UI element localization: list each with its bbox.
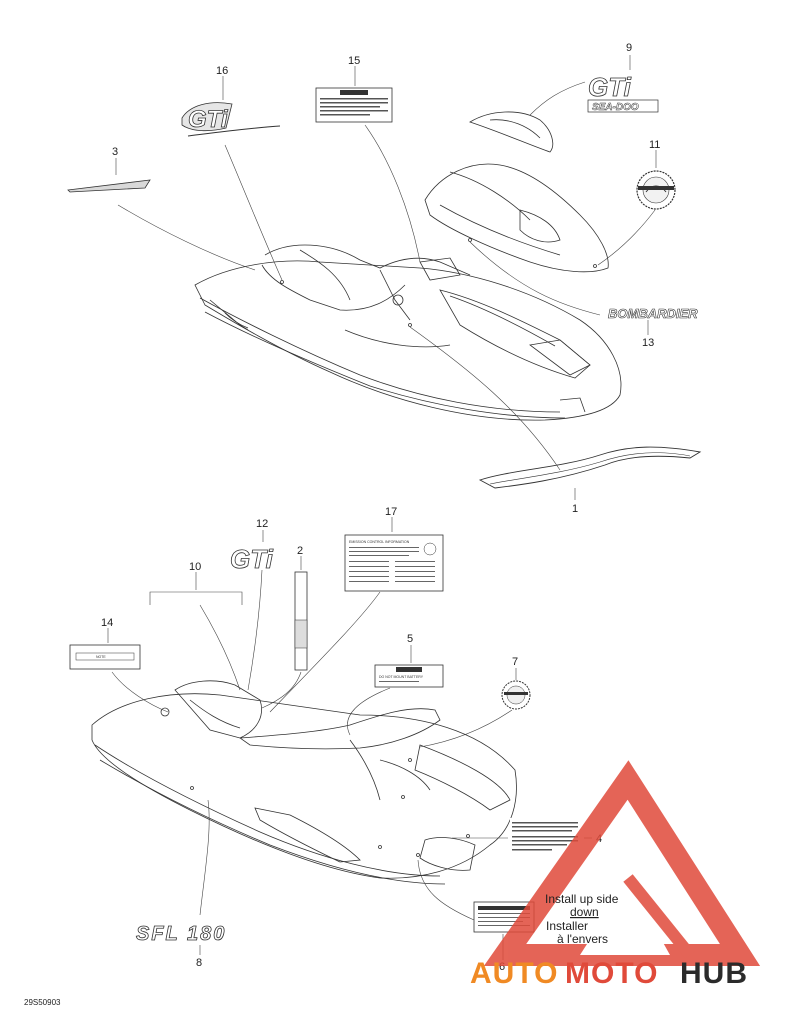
lower-hull-drawing (91, 680, 517, 885)
label-17-title: EMISSION CONTROL INFORMATION (349, 540, 410, 544)
callout-10: 10 (189, 561, 201, 573)
label-15-title: CAUTION (344, 91, 360, 95)
stripe-decal-1 (478, 446, 702, 489)
install-note-line1: Install up side (545, 892, 619, 906)
sfl180-text: SFL 180 (136, 923, 226, 945)
label-14-text: NOTE (96, 655, 106, 659)
upper-front-cover (424, 163, 609, 273)
label-5-text: DO NOT MOUNT BATTERY (379, 675, 424, 679)
visor-decal-9 (469, 111, 554, 153)
emission-label-17: EMISSION CONTROL INFORMATION (344, 534, 444, 592)
upper-leader-lines (115, 55, 657, 500)
callout-14: 14 (101, 617, 113, 629)
drawing-number: 29S50903 (24, 998, 61, 1007)
callout-8: 8 (196, 957, 202, 969)
watermark-hub: HUB (680, 957, 748, 990)
automotohub-watermark: AUTO MOTO HUB (470, 760, 761, 990)
callout-1: 1 (572, 503, 578, 515)
callout-9: 9 (626, 42, 632, 54)
callout-15: 15 (348, 55, 360, 67)
sfl180-decal-8: SFL 180 (136, 923, 226, 946)
callout-7: 7 (512, 656, 518, 668)
callout-6: 6 (499, 961, 505, 973)
gti-decal-12: GTi (230, 544, 274, 575)
label-5-title: WARNING (398, 668, 415, 672)
callout-12: 12 (256, 518, 268, 530)
watermark-moto: MOTO (565, 957, 658, 990)
lower-leader-lines (107, 517, 592, 960)
gti-logo-text-16: GTi (188, 106, 229, 133)
watermark-auto: AUTO (470, 957, 558, 990)
emblem-decal-11 (636, 170, 676, 210)
gti-logo-text-9: GTi (588, 72, 632, 102)
gti-logo-text-12: GTi (230, 544, 274, 574)
caution-label-15: CAUTION (315, 87, 393, 123)
bombardier-text: BOMBARDIER (608, 306, 698, 321)
triangle-logo-icon (483, 760, 761, 966)
callout-2: 2 (297, 545, 303, 557)
callout-17: 17 (385, 506, 397, 518)
callout-13: 13 (642, 337, 654, 349)
callout-5: 5 (407, 633, 413, 645)
vertical-decal-2 (294, 571, 308, 671)
callout-16: 16 (216, 65, 228, 77)
install-note-line2: down (570, 905, 599, 919)
emblem-decal-7 (501, 680, 531, 710)
install-note-line4: à l'envers (557, 932, 608, 946)
callout-11: 11 (649, 139, 660, 151)
callout-3: 3 (112, 146, 118, 158)
note-label-14: NOTE (69, 644, 141, 670)
seadoo-text-9: SEA-DOO (592, 102, 639, 113)
bracket-10 (149, 591, 243, 605)
gti-seadoo-decal-9: GTi SEA-DOO (588, 72, 659, 113)
gti-decal-16: GTi (181, 102, 281, 137)
install-note: Install up side down Installer à l'enver… (545, 892, 619, 946)
bombardier-decal-13: BOMBARDIER (608, 306, 699, 322)
stripe-decal-3 (67, 179, 151, 193)
warning-label-5: WARNING DO NOT MOUNT BATTERY (374, 664, 444, 688)
install-note-line3: Installer (546, 919, 588, 933)
upper-hull-drawing (194, 244, 622, 421)
